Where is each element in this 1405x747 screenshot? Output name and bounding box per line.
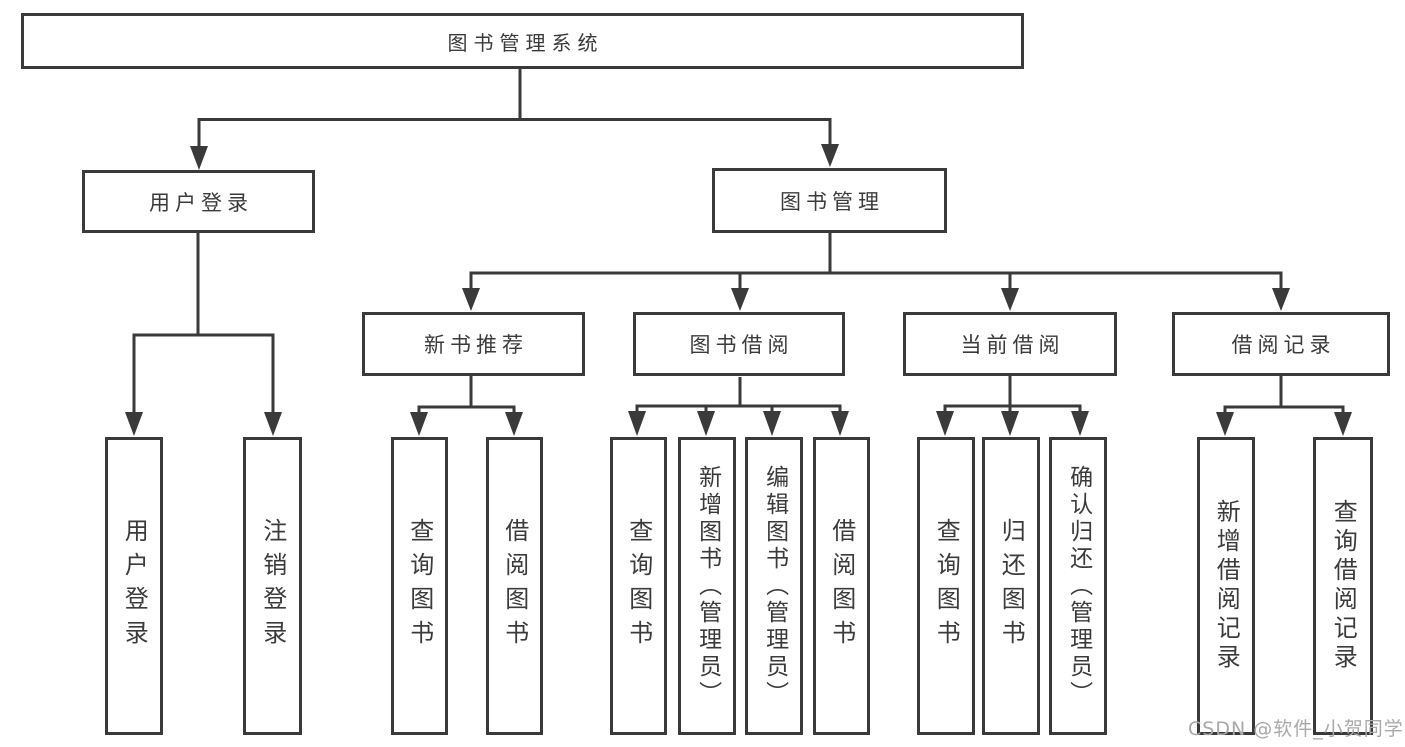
arrowhead-icon — [731, 288, 749, 311]
arrowhead-icon — [1216, 412, 1234, 436]
arrowhead-icon — [410, 412, 428, 436]
leaf-add-borrow-record: 新增借阅记录 — [1197, 437, 1255, 735]
leaf-edit-book-admin-label: 编辑图书（管理员） — [761, 464, 788, 708]
arrowhead-icon — [763, 411, 781, 436]
leaf-logout-label: 注销登录 — [258, 518, 287, 654]
book-borrow-branch — [628, 377, 849, 436]
node-book-borrowing-label: 图书借阅 — [689, 333, 794, 357]
borrow-record-branch — [1216, 375, 1352, 436]
node-borrowing-records: 借阅记录 — [1172, 312, 1390, 376]
arrowhead-icon — [190, 146, 208, 170]
arrowhead-icon — [125, 412, 143, 436]
arrowhead-icon — [831, 411, 849, 436]
node-current-borrowing-label: 当前借阅 — [960, 333, 1065, 357]
user-login-branch — [125, 233, 282, 436]
leaf-borrow-books-recommend-label: 借阅图书 — [500, 518, 529, 654]
node-library-system: 图书管理系统 — [21, 13, 1024, 69]
arrowhead-icon — [1001, 411, 1019, 436]
node-new-book-recommendation-label: 新书推荐 — [424, 333, 528, 357]
csdn-watermark: CSDN @软件_小贺同学 — [1188, 718, 1404, 740]
leaf-user-login-label: 用户登录 — [120, 518, 149, 654]
arrowhead-icon — [697, 411, 715, 436]
leaf-add-book-admin-label: 新增图书（管理员） — [694, 464, 721, 708]
arrowhead-icon — [1334, 412, 1352, 436]
arrowhead-icon — [1272, 288, 1290, 311]
leaf-query-books-current-label: 查询图书 — [932, 518, 961, 654]
root-branch — [190, 69, 839, 170]
leaf-return-book-label: 归还图书 — [997, 518, 1026, 654]
arrowhead-icon — [1071, 411, 1089, 436]
leaf-confirm-return-admin: 确认归还（管理员） — [1049, 437, 1107, 735]
leaf-add-borrow-record-label: 新增借阅记录 — [1212, 499, 1241, 673]
node-borrowing-records-label: 借阅记录 — [1231, 333, 1336, 357]
leaf-logout: 注销登录 — [243, 437, 302, 735]
node-book-management: 图书管理 — [712, 168, 947, 233]
node-library-system-label: 图书管理系统 — [447, 30, 604, 55]
leaf-query-books-borrow-label: 查询图书 — [624, 518, 653, 654]
leaf-query-books-recommend-label: 查询图书 — [405, 518, 434, 654]
current-borrow-branch — [936, 376, 1089, 436]
leaf-query-books-current: 查询图书 — [917, 437, 975, 735]
leaf-query-borrow-record-label: 查询借阅记录 — [1329, 499, 1358, 673]
arrowhead-icon — [462, 288, 480, 311]
node-user-login-label: 用户登录 — [149, 190, 253, 215]
node-current-borrowing: 当前借阅 — [903, 312, 1117, 376]
node-user-login: 用户登录 — [82, 170, 315, 233]
node-book-management-label: 图书管理 — [780, 189, 884, 214]
new-book-recommend-branch — [410, 376, 523, 436]
arrowhead-icon — [936, 411, 954, 436]
book-management-branch — [462, 233, 1290, 311]
leaf-borrow-books-label: 借阅图书 — [827, 518, 856, 654]
leaf-borrow-books: 借阅图书 — [813, 437, 870, 735]
node-book-borrowing: 图书借阅 — [633, 312, 845, 376]
node-new-book-recommendation: 新书推荐 — [362, 312, 585, 376]
leaf-confirm-return-admin-label: 确认归还（管理员） — [1065, 464, 1092, 708]
leaf-query-borrow-record: 查询借阅记录 — [1313, 437, 1373, 735]
leaf-borrow-books-recommend: 借阅图书 — [486, 437, 543, 735]
arrowhead-icon — [821, 144, 839, 167]
leaf-query-books-borrow: 查询图书 — [610, 437, 667, 735]
arrowhead-icon — [628, 411, 646, 436]
leaf-add-book-admin: 新增图书（管理员） — [678, 437, 736, 735]
arrowhead-icon — [505, 412, 523, 436]
arrowhead-icon — [1001, 288, 1019, 311]
leaf-return-book: 归还图书 — [982, 437, 1040, 735]
leaf-edit-book-admin: 编辑图书（管理员） — [745, 437, 803, 735]
leaf-user-login: 用户登录 — [105, 437, 163, 735]
leaf-query-books-recommend: 查询图书 — [391, 437, 448, 735]
arrowhead-icon — [264, 412, 282, 436]
